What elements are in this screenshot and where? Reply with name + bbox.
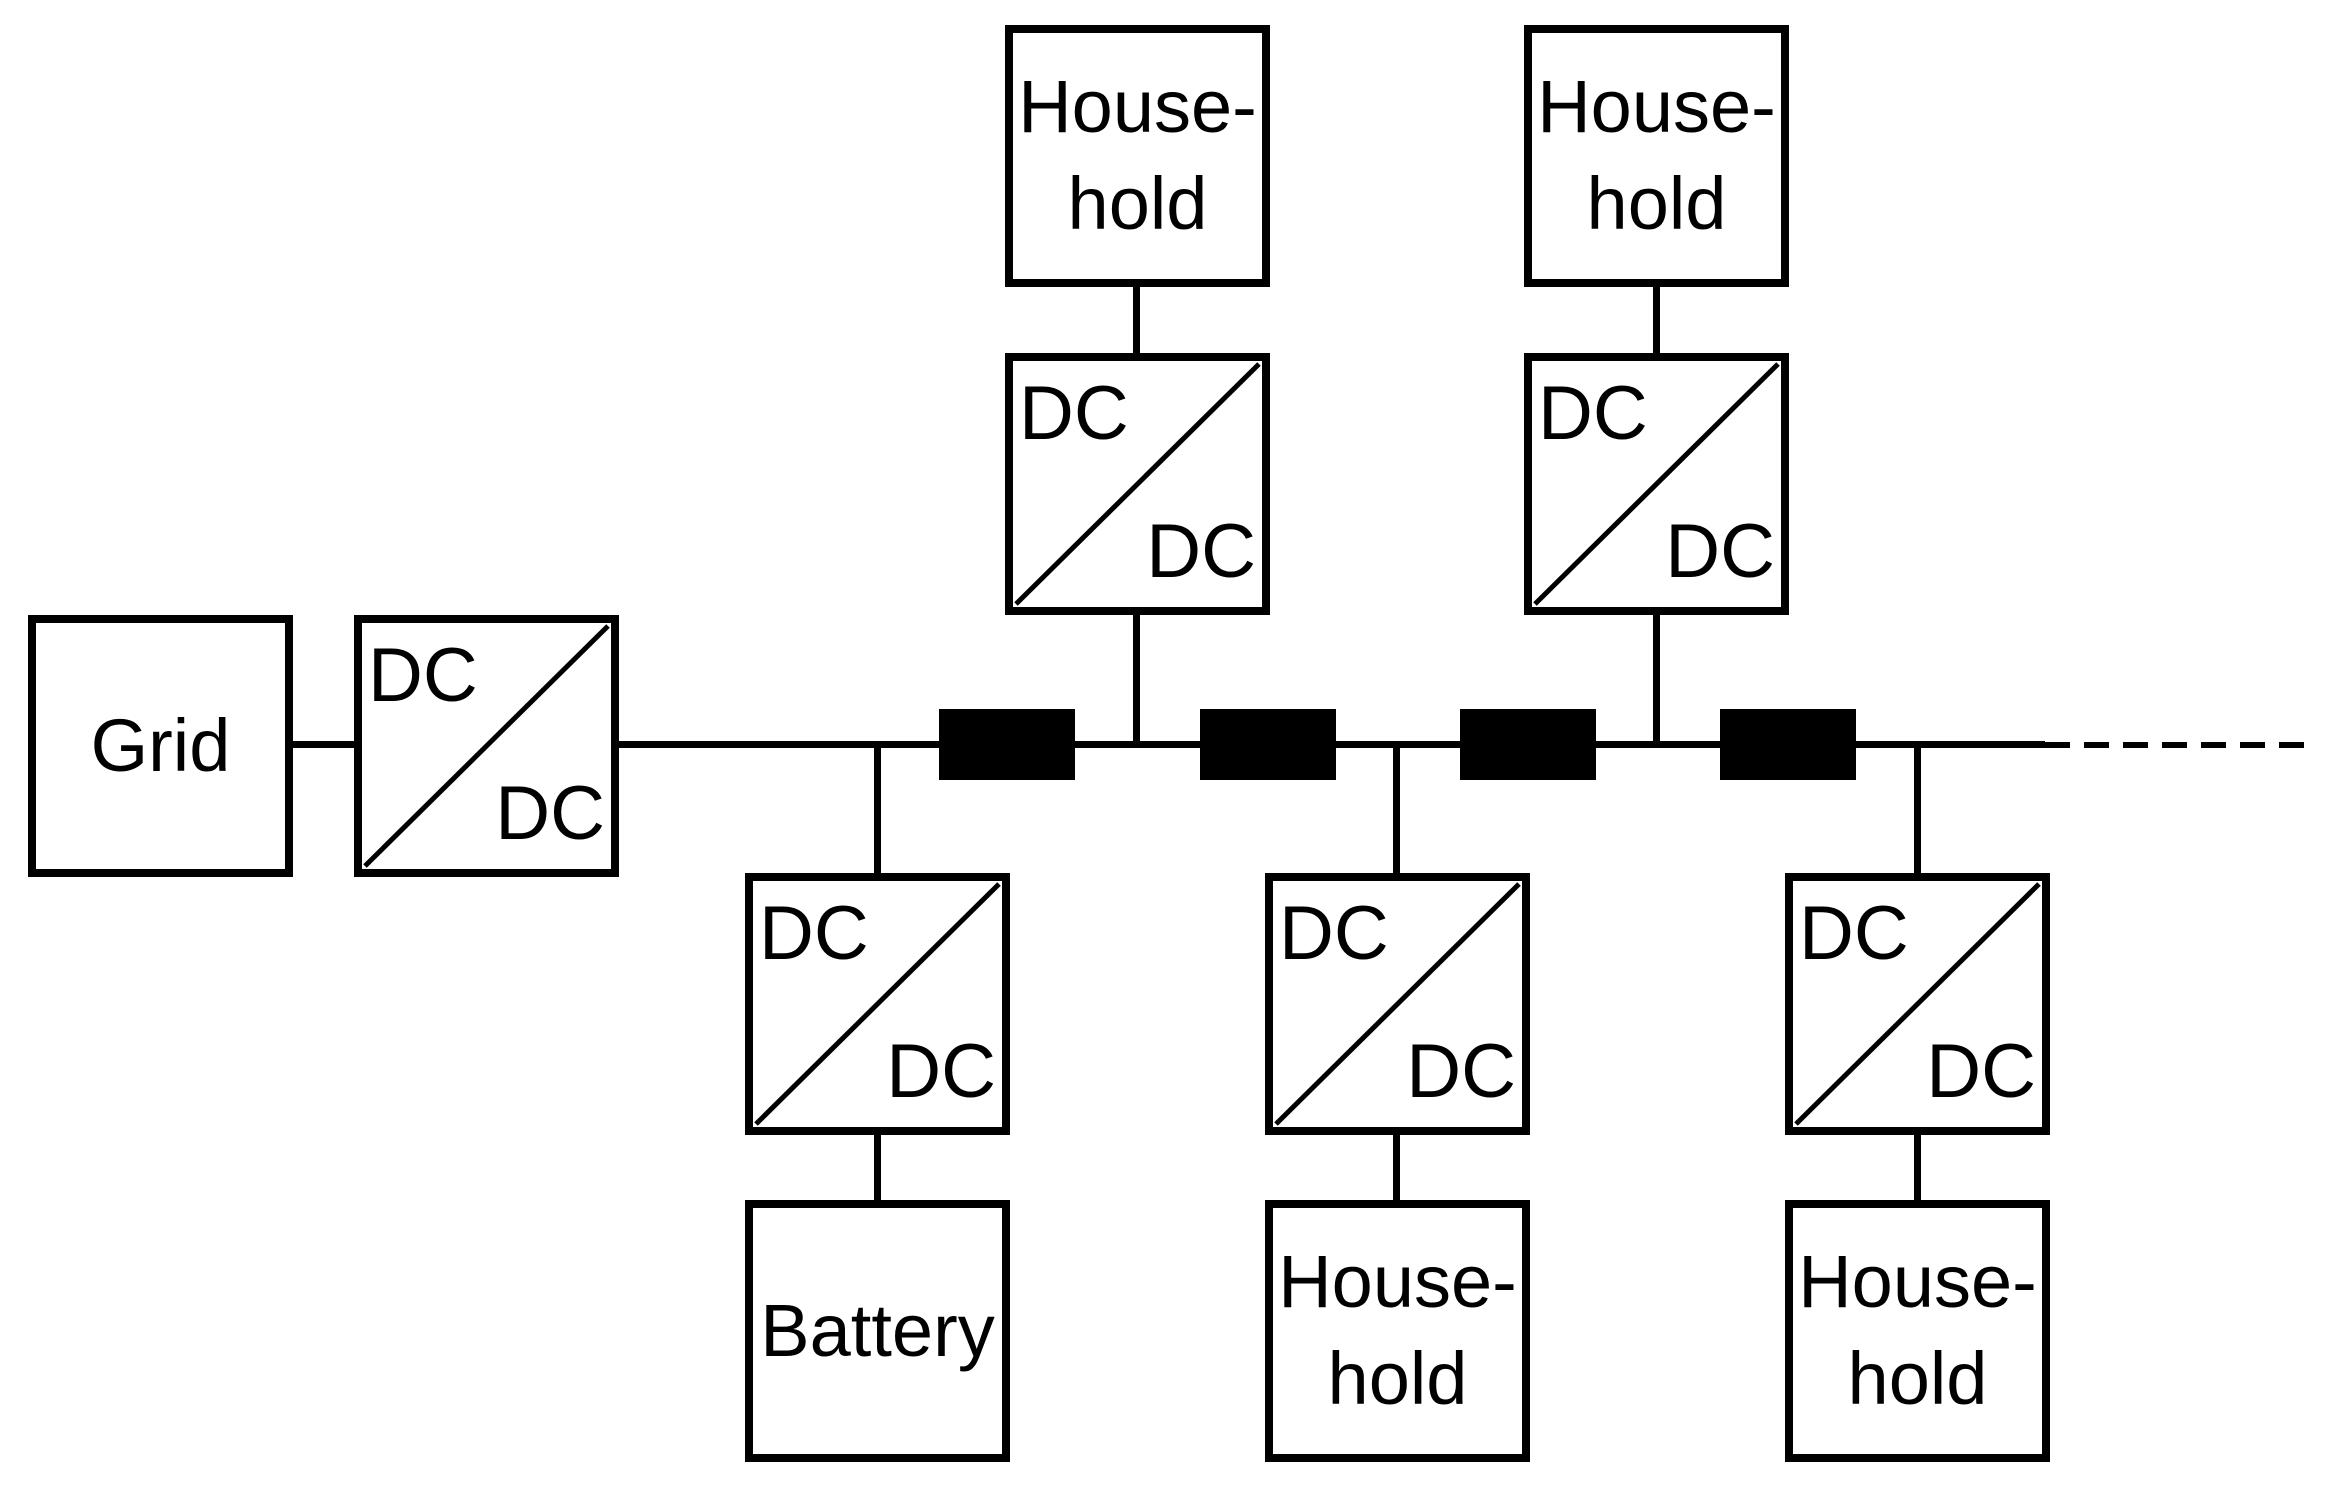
household-node-top-1: House-hold	[1005, 25, 1270, 287]
connector-converter-top-2-bus	[1653, 609, 1660, 748]
household-label: House-hold	[1278, 1234, 1517, 1428]
household-label-line1: House-	[1537, 65, 1776, 149]
household-label-line2: hold	[1327, 1337, 1468, 1420]
dcdc-converter-household-bottom-2: DC DC	[1785, 873, 2050, 1135]
household-node-top-2: House-hold	[1524, 25, 1789, 287]
household-label-line2: hold	[1586, 162, 1727, 245]
dcdc-converter-household-top-1: DC DC	[1005, 353, 1270, 615]
household-label: House-hold	[1018, 59, 1257, 253]
dcdc-output-label: DC	[1406, 1029, 1516, 1114]
dcdc-diagonal-line	[1274, 882, 1521, 1126]
household-label: House-hold	[1537, 59, 1776, 253]
dcdc-input-label: DC	[368, 633, 478, 718]
connector-converter-household-bottom-2	[1914, 1129, 1921, 1206]
grid-node: Grid	[28, 615, 293, 877]
connector-converter-battery	[874, 1129, 881, 1206]
household-label-line2: hold	[1847, 1337, 1988, 1420]
dcdc-diagonal-line	[1533, 362, 1780, 606]
dcdc-diagonal-line	[1794, 882, 2041, 1126]
battery-label: Battery	[760, 1288, 995, 1372]
dcdc-input-label: DC	[1279, 891, 1389, 976]
dcdc-diagonal-line	[363, 624, 610, 868]
dcdc-input-label: DC	[1538, 371, 1648, 456]
bus-line-block-2	[1200, 709, 1336, 780]
dcdc-input-label: DC	[1799, 891, 1909, 976]
dcdc-input-label: DC	[759, 891, 869, 976]
dc-bus-dashed-continuation	[2045, 742, 2311, 748]
bus-line-block-4	[1720, 709, 1856, 780]
dcdc-output-label: DC	[495, 771, 605, 856]
connector-bus-converter-bottom-2	[1914, 741, 1921, 879]
connector-converter-household-bottom-1	[1393, 1129, 1400, 1206]
connector-bus-battery-converter	[874, 741, 881, 879]
dcdc-converter-grid: DC DC	[354, 615, 619, 877]
household-label-line2: hold	[1067, 162, 1208, 245]
dcdc-output-label: DC	[886, 1029, 996, 1114]
dcdc-output-label: DC	[1146, 509, 1256, 594]
household-label: House-hold	[1798, 1234, 2037, 1428]
dcdc-converter-household-bottom-1: DC DC	[1265, 873, 1530, 1135]
bus-line-block-1	[939, 709, 1075, 780]
dcdc-diagonal-line	[1014, 362, 1261, 606]
household-label-line1: House-	[1798, 1240, 2037, 1324]
household-label-line1: House-	[1018, 65, 1257, 149]
household-node-bottom-1: House-hold	[1265, 1200, 1530, 1462]
connector-bus-converter-bottom-1	[1393, 741, 1400, 879]
household-node-bottom-2: House-hold	[1785, 1200, 2050, 1462]
dcdc-output-label: DC	[1665, 509, 1775, 594]
connector-household-top-2-converter	[1653, 281, 1660, 359]
battery-node: Battery	[745, 1200, 1010, 1462]
dcdc-output-label: DC	[1926, 1029, 2036, 1114]
grid-label: Grid	[90, 703, 231, 787]
household-label-line1: House-	[1278, 1240, 1517, 1324]
connector-converter-top-1-bus	[1133, 609, 1140, 748]
dcdc-converter-battery: DC DC	[745, 873, 1010, 1135]
connector-household-top-1-converter	[1133, 281, 1140, 359]
dcdc-converter-household-top-2: DC DC	[1524, 353, 1789, 615]
dcdc-input-label: DC	[1019, 371, 1129, 456]
connector-grid-to-converter	[288, 741, 360, 748]
bus-line-block-3	[1460, 709, 1596, 780]
dcdc-diagonal-line	[754, 882, 1001, 1126]
